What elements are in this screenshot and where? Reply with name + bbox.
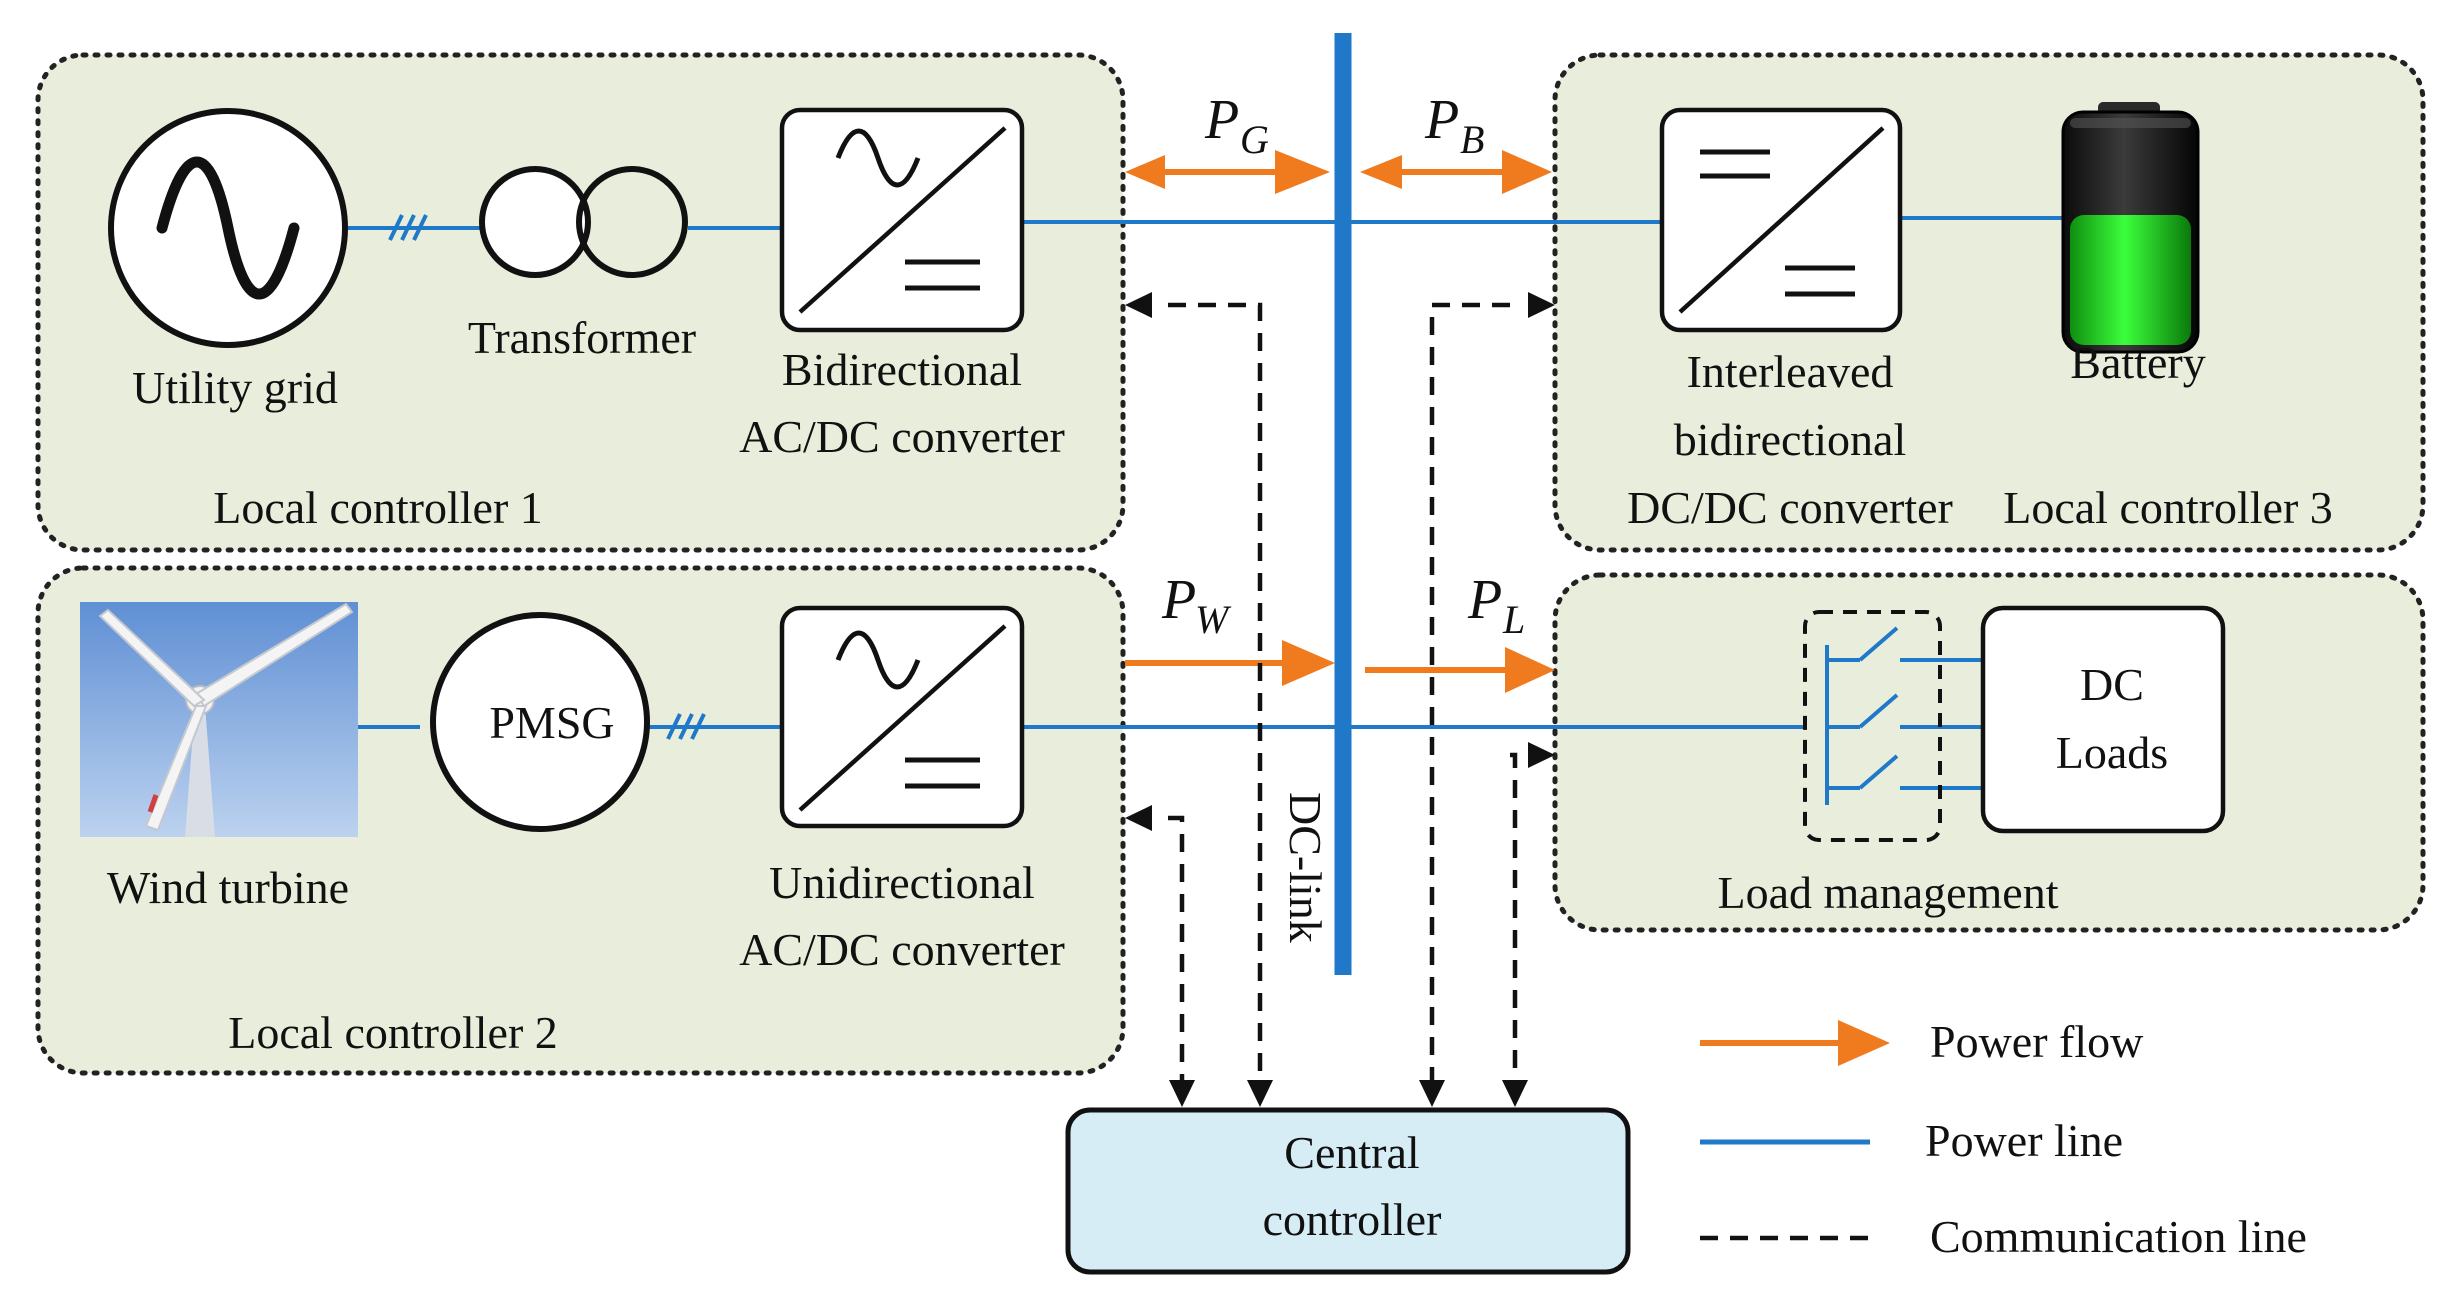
central-controller-box bbox=[1065, 1107, 1631, 1275]
transformer-label: Transformer bbox=[468, 312, 696, 363]
arrow-head-grid-right bbox=[1275, 150, 1330, 194]
pmsg-symbol bbox=[430, 612, 650, 832]
unidirectional-acdc-converter bbox=[779, 605, 1025, 829]
communication-lines bbox=[1125, 292, 1555, 1107]
wind-turbine-label: Wind turbine bbox=[107, 862, 349, 913]
switch-3 bbox=[1858, 754, 1899, 790]
svg-text:G: G bbox=[1240, 117, 1269, 162]
svg-text:B: B bbox=[1460, 117, 1484, 162]
legend-power-flow-label: Power flow bbox=[1930, 1016, 2144, 1067]
power-symbol-grid: P G bbox=[1204, 89, 1269, 162]
comm-arrow-lc3 bbox=[1528, 292, 1555, 318]
utility-grid-label: Utility grid bbox=[132, 362, 338, 413]
power-symbol-wind: P W bbox=[1161, 569, 1232, 642]
pmsg-label: PMSG bbox=[489, 697, 614, 748]
comm-arrow-lc2 bbox=[1125, 805, 1152, 831]
local-controller-2-label: Local controller 2 bbox=[228, 1007, 558, 1058]
dc-loads-label-1: DC bbox=[2080, 659, 2144, 710]
power-symbol-load: P L bbox=[1467, 569, 1525, 642]
interleaved-dcdc-converter bbox=[1659, 107, 1903, 333]
arrow-head-battery-left bbox=[1360, 155, 1402, 189]
unidirectional-acdc-label-2: AC/DC converter bbox=[739, 924, 1065, 975]
dc-link-label: DC-link bbox=[1280, 792, 1331, 943]
battery-charge-level bbox=[2070, 215, 2191, 345]
bidirectional-acdc-converter bbox=[779, 107, 1025, 333]
load-switch-box bbox=[1803, 610, 1942, 842]
power-symbol-battery: P B bbox=[1424, 89, 1484, 162]
arrow-head-battery-right bbox=[1502, 150, 1552, 194]
sine-icon bbox=[156, 156, 300, 300]
svg-text:L: L bbox=[1502, 597, 1525, 642]
interleaved-dcdc-label-1: Interleaved bbox=[1687, 346, 1894, 397]
comm-arrow-central-2 bbox=[1169, 1080, 1195, 1107]
svg-text:W: W bbox=[1195, 597, 1232, 642]
bidirectional-acdc-label-1: Bidirectional bbox=[782, 344, 1022, 395]
comm-arrow-load bbox=[1528, 742, 1555, 768]
wind-turbine-image bbox=[80, 602, 358, 837]
interleaved-dcdc-label-3: DC/DC converter bbox=[1627, 482, 1953, 533]
central-controller-label-2: controller bbox=[1263, 1194, 1442, 1245]
comm-arrow-central-4 bbox=[1502, 1080, 1528, 1107]
legend: Power flow Power line Communication line bbox=[1700, 1016, 2307, 1262]
arrow-head-wind bbox=[1282, 640, 1335, 686]
svg-text:P: P bbox=[1204, 89, 1239, 151]
svg-text:P: P bbox=[1424, 89, 1459, 151]
svg-text:P: P bbox=[1161, 569, 1196, 631]
local-controller-3-label: Local controller 3 bbox=[2003, 482, 2333, 533]
three-phase-marker-bottom bbox=[666, 713, 706, 740]
load-management-label: Load management bbox=[1717, 867, 2058, 918]
transformer-symbol bbox=[479, 166, 688, 278]
legend-power-flow-arrow bbox=[1838, 1020, 1890, 1066]
bidirectional-acdc-label-2: AC/DC converter bbox=[739, 411, 1065, 462]
svg-text:P: P bbox=[1467, 569, 1502, 631]
central-controller-label-1: Central bbox=[1284, 1127, 1419, 1178]
unidirectional-acdc-label-1: Unidirectional bbox=[769, 857, 1035, 908]
battery-icon bbox=[2061, 102, 2200, 354]
comm-arrow-lc1 bbox=[1125, 292, 1152, 318]
arrow-head-load bbox=[1505, 647, 1555, 693]
local-controller-1-label: Local controller 1 bbox=[213, 482, 543, 533]
switch-1 bbox=[1858, 626, 1899, 662]
dc-loads-label-2: Loads bbox=[2056, 727, 2168, 778]
comm-arrow-central-1 bbox=[1247, 1080, 1273, 1107]
switch-2 bbox=[1858, 693, 1899, 729]
three-phase-marker-top bbox=[388, 214, 428, 241]
legend-communication-line-label: Communication line bbox=[1930, 1211, 2307, 1262]
ac-icon bbox=[835, 630, 921, 690]
battery-label: Battery bbox=[2070, 337, 2205, 388]
comm-arrow-central-3 bbox=[1419, 1080, 1445, 1107]
interleaved-dcdc-label-2: bidirectional bbox=[1674, 414, 1906, 465]
ac-icon bbox=[835, 128, 921, 188]
utility-grid-symbol bbox=[108, 108, 348, 348]
arrow-head-grid-left bbox=[1125, 155, 1165, 189]
dc-loads-box bbox=[1980, 605, 2226, 834]
legend-power-line-label: Power line bbox=[1925, 1115, 2123, 1166]
